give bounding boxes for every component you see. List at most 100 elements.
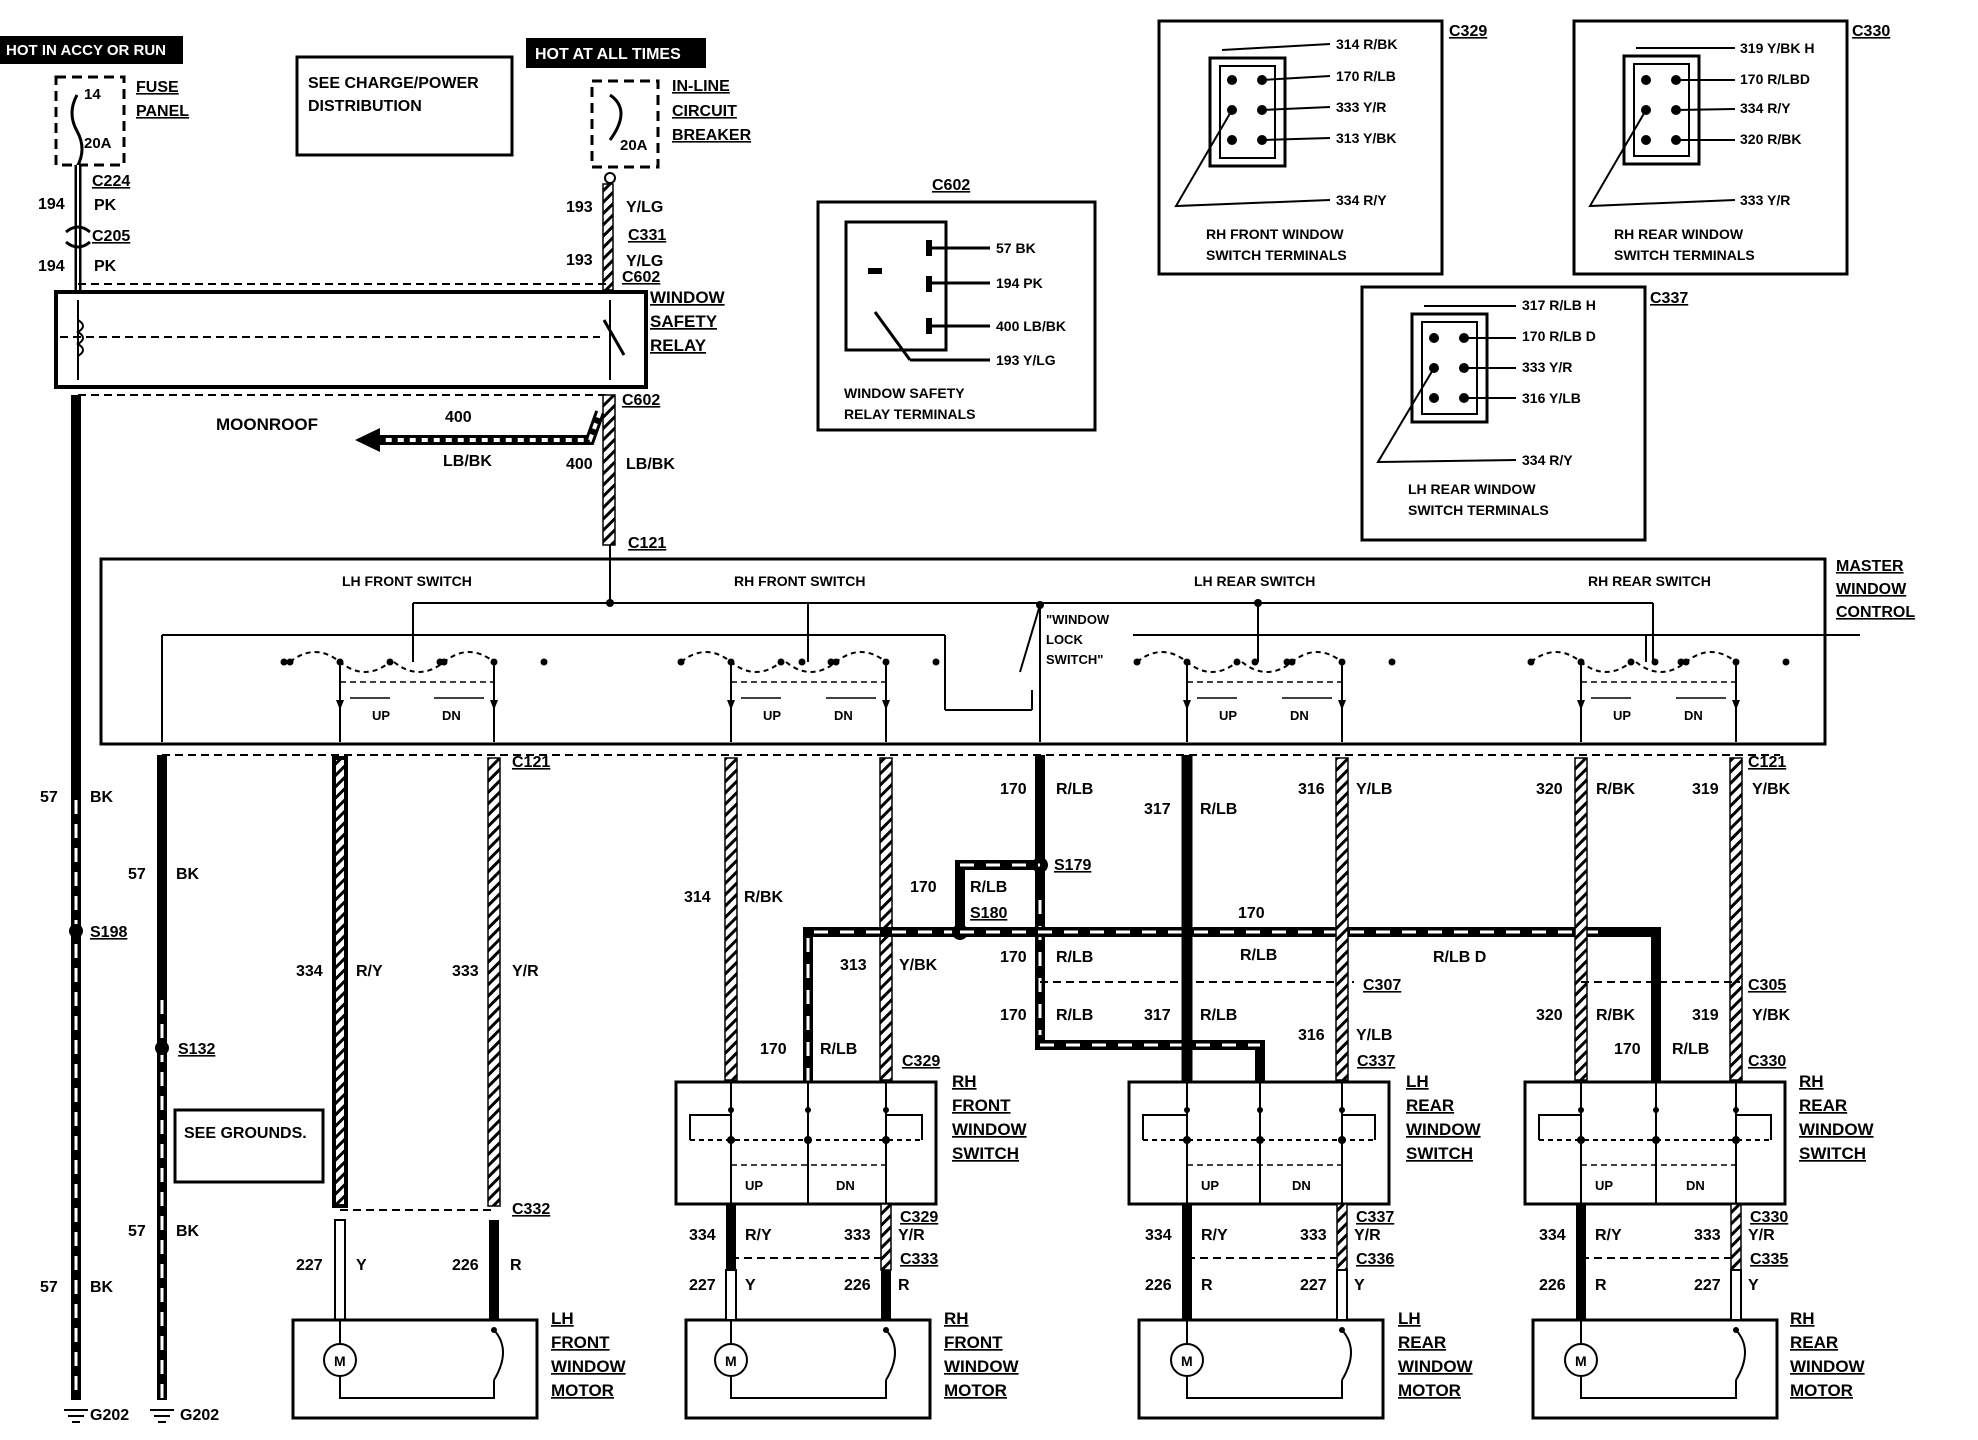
c602-pin-1: 57 BK xyxy=(996,240,1036,256)
wire-194-num-2: 194 xyxy=(38,258,65,275)
connector-c602-top: C602 xyxy=(622,269,660,286)
wire-316-num-2: 316 xyxy=(1298,1027,1325,1044)
see-grounds-label: SEE GROUNDS. xyxy=(184,1125,307,1142)
wire-170-num-rhr: 170 xyxy=(1614,1041,1641,1058)
rh-rear-switch-label-4: SWITCH xyxy=(1799,1144,1866,1163)
circuit-breaker xyxy=(590,79,660,169)
lh-rear-lower-a-color: R xyxy=(1201,1277,1213,1294)
wire-194-num-1: 194 xyxy=(38,196,65,213)
lh-rear-remote-dn-label: DN xyxy=(1292,1178,1311,1193)
rh-front-upper-b-color: Y/R xyxy=(898,1227,925,1244)
wire-314-color: R/BK xyxy=(744,889,784,906)
rh-front-motor-label-2: FRONT xyxy=(944,1333,1003,1352)
lh-front-up-label: UP xyxy=(372,708,390,723)
wire-226-color-lhf: R xyxy=(510,1257,522,1274)
wire-170-color-5: R/LB xyxy=(1056,1007,1093,1024)
rh-front-switch-label-3: WINDOW xyxy=(952,1120,1028,1139)
connector-c332: C332 xyxy=(512,1201,550,1218)
see-charge-line-2: DISTRIBUTION xyxy=(308,98,422,115)
moonroof-label: MOONROOF xyxy=(216,415,318,434)
master-title-2: WINDOW xyxy=(1836,581,1907,598)
lh-rear-switch-label-4: SWITCH xyxy=(1406,1144,1473,1163)
wire-317-num-2: 317 xyxy=(1144,1007,1171,1024)
wire-170-num-rhf: 170 xyxy=(760,1041,787,1058)
wire-194-color-1: PK xyxy=(94,197,117,214)
fuse-amps: 20A xyxy=(84,135,112,152)
rh-front-motor-label-1: RH xyxy=(944,1309,969,1328)
rh-rear-switch-label-1: RH xyxy=(1799,1072,1824,1091)
c329-pin-4: 313 Y/BK xyxy=(1336,130,1396,146)
lh-rear-switch-label-3: WINDOW xyxy=(1406,1120,1482,1139)
rh-front-conn-2: C333 xyxy=(900,1251,938,1268)
lh-rear-switch-label: LH REAR SWITCH xyxy=(1194,573,1315,589)
c337-caption-2: SWITCH TERMINALS xyxy=(1408,502,1549,518)
wire-319-color-2: Y/BK xyxy=(1752,1007,1791,1024)
lh-front-motor-label-2: FRONT xyxy=(551,1333,610,1352)
wire-333-num-lhf: 333 xyxy=(452,963,479,980)
wire-400-num-2: 400 xyxy=(566,456,593,473)
wire-316-color-1: Y/LB xyxy=(1356,781,1392,798)
wire-333-color-lhf: Y/R xyxy=(512,963,539,980)
master-window-control xyxy=(99,557,1827,746)
ground-g202-1: G202 xyxy=(90,1407,129,1424)
c602-title: C602 xyxy=(932,177,970,194)
wire-170-color-2: R/LB xyxy=(970,879,1007,896)
c330-pin-5: 333 Y/R xyxy=(1740,192,1790,208)
c602-caption-1: WINDOW SAFETY xyxy=(844,385,965,401)
fuse-panel-label-2: PANEL xyxy=(136,103,189,120)
lh-rear-remote-up-label: UP xyxy=(1201,1178,1219,1193)
lh-rear-upper-b-color: Y/R xyxy=(1354,1227,1381,1244)
rh-rear-switch-label: RH REAR SWITCH xyxy=(1588,573,1711,589)
connector-c329-top: C329 xyxy=(902,1053,940,1070)
wire-170-color-4: R/LB xyxy=(1056,949,1093,966)
master-title-1: MASTER xyxy=(1836,558,1904,575)
wire-317-color-1: R/LB xyxy=(1200,801,1237,818)
rh-front-switch-label-4: SWITCH xyxy=(952,1144,1019,1163)
wire-170-num-3: 170 xyxy=(1238,905,1265,922)
rh-front-lower-b-num: 226 xyxy=(844,1277,871,1294)
wire-320-num-2: 320 xyxy=(1536,1007,1563,1024)
rh-front-motor-m: M xyxy=(725,1353,737,1369)
lh-front-window-motor: M xyxy=(291,1318,539,1420)
wire-334-num-lhf: 334 xyxy=(296,963,323,980)
wire-170-num-5: 170 xyxy=(1000,1007,1027,1024)
rh-rear-conn-1: C330 xyxy=(1750,1209,1788,1226)
rh-front-motor-label-3: WINDOW xyxy=(944,1357,1020,1376)
wire-227-color-lhf: Y xyxy=(356,1257,367,1274)
wire-320-num-1: 320 xyxy=(1536,781,1563,798)
connector-c121-left: C121 xyxy=(512,754,550,771)
wire-334-color-lhf: R/Y xyxy=(356,963,383,980)
rh-rear-upper-a-color: R/Y xyxy=(1595,1227,1622,1244)
rh-rear-remote-dn-label: DN xyxy=(1686,1178,1705,1193)
fuse-panel-label-1: FUSE xyxy=(136,79,179,96)
c330-pin-1: 319 Y/BK H xyxy=(1740,40,1814,56)
lh-rear-upper-a-num: 334 xyxy=(1145,1227,1172,1244)
lh-rear-conn-2: C336 xyxy=(1356,1251,1394,1268)
lh-front-motor-label-1: LH xyxy=(551,1309,574,1328)
window-safety-relay xyxy=(54,290,648,389)
breaker-label-2: CIRCUIT xyxy=(672,103,737,120)
lh-rear-motor-m: M xyxy=(1181,1353,1193,1369)
wire-316-color-2: Y/LB xyxy=(1356,1027,1392,1044)
connector-c330-top: C330 xyxy=(1748,1053,1786,1070)
lh-rear-window-switch: UP DN xyxy=(1127,1080,1391,1206)
lh-rear-lower-b-num: 227 xyxy=(1300,1277,1327,1294)
rh-rear-conn-2: C335 xyxy=(1750,1251,1788,1268)
c329-pin-1: 314 R/BK xyxy=(1336,36,1397,52)
wire-193-color-1: Y/LG xyxy=(626,199,663,216)
wire-319-color-1: Y/BK xyxy=(1752,781,1791,798)
wire-57-num-1: 57 xyxy=(40,789,58,806)
c337-pin-2: 170 R/LB D xyxy=(1522,328,1596,344)
rh-front-conn-1: C329 xyxy=(900,1209,938,1226)
c337-pin-1: 317 R/LB H xyxy=(1522,297,1596,313)
wire-193-num-2: 193 xyxy=(566,252,593,269)
lh-rear-up-label: UP xyxy=(1219,708,1237,723)
lh-rear-upper-b-num: 333 xyxy=(1300,1227,1327,1244)
ground-g202-2: G202 xyxy=(180,1407,219,1424)
c337-pin-3: 333 Y/R xyxy=(1522,359,1572,375)
rh-front-motor-label-4: MOTOR xyxy=(944,1381,1007,1400)
rh-rear-switch-label-3: WINDOW xyxy=(1799,1120,1875,1139)
rh-front-lower-a-num: 227 xyxy=(689,1277,716,1294)
